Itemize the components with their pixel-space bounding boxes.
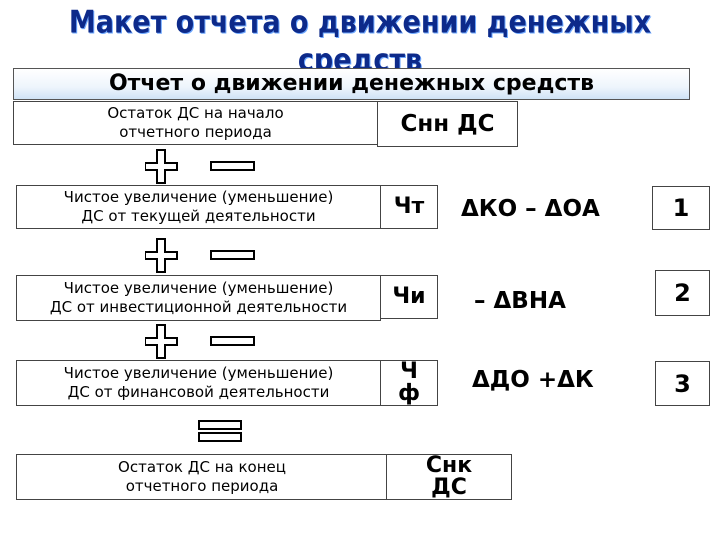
- minus-icon: [210, 250, 255, 260]
- page-title: Макет отчета о движении денежных средств: [68, 4, 652, 79]
- formula-operating: ΔКО – ΔОА: [461, 196, 600, 222]
- row-label-line: ДС от финансовой деятельности: [67, 383, 330, 401]
- formula-financing: ΔДО +ΔК: [472, 367, 594, 393]
- code-opening-balance: Снн ДС: [377, 101, 518, 147]
- number-badge-3: 3: [655, 361, 710, 406]
- row-label-line: Чистое увеличение (уменьшение): [63, 364, 334, 382]
- row-label-line: Чистое увеличение (уменьшение): [63, 279, 334, 297]
- plus-minus-operator: [145, 323, 265, 359]
- code-line: ДС: [431, 475, 467, 500]
- code-operating: Чт: [380, 185, 438, 229]
- row-label-line: ДС от инвестиционной деятельности: [49, 298, 348, 316]
- row-operating-activity: Чистое увеличение (уменьшение) ДС от тек…: [16, 185, 381, 229]
- row-label-line: Остаток ДС на начало: [107, 104, 284, 122]
- row-opening-balance: Остаток ДС на начало отчетного периода: [13, 101, 378, 145]
- code-investing: Чи: [380, 275, 438, 319]
- minus-icon: [210, 336, 255, 346]
- plus-icon: [145, 238, 178, 273]
- row-label-line: отчетного периода: [119, 123, 272, 141]
- code-line: ф: [398, 381, 420, 406]
- plus-icon: [145, 324, 178, 359]
- minus-icon: [210, 161, 255, 171]
- code-financing: Ч ф: [380, 360, 438, 406]
- code-line: Ч: [400, 359, 418, 384]
- row-label-line: Чистое увеличение (уменьшение): [63, 188, 334, 206]
- row-label-line: Остаток ДС на конец: [118, 458, 286, 476]
- number-badge-1: 1: [652, 186, 710, 230]
- row-label-line: отчетного периода: [125, 477, 279, 495]
- row-label-line: ДС от текущей деятельности: [81, 207, 316, 225]
- code-line: Снк: [425, 453, 473, 478]
- row-closing-balance: Остаток ДС на конец отчетного периода: [16, 454, 388, 500]
- equals-bar-icon: [198, 432, 242, 442]
- plus-icon: [145, 149, 178, 184]
- formula-investing: – ΔВНА: [474, 288, 566, 314]
- plus-minus-operator: [145, 237, 265, 273]
- number-badge-2: 2: [655, 270, 710, 316]
- row-financing-activity: Чистое увеличение (уменьшение) ДС от фин…: [16, 360, 381, 406]
- code-closing-balance: Снк ДС: [386, 454, 512, 500]
- row-investing-activity: Чистое увеличение (уменьшение) ДС от инв…: [16, 275, 381, 321]
- equals-operator: [196, 418, 246, 446]
- report-header: Отчет о движении денежных средств: [13, 68, 690, 100]
- plus-minus-operator: [145, 148, 265, 184]
- equals-bar-icon: [198, 420, 242, 430]
